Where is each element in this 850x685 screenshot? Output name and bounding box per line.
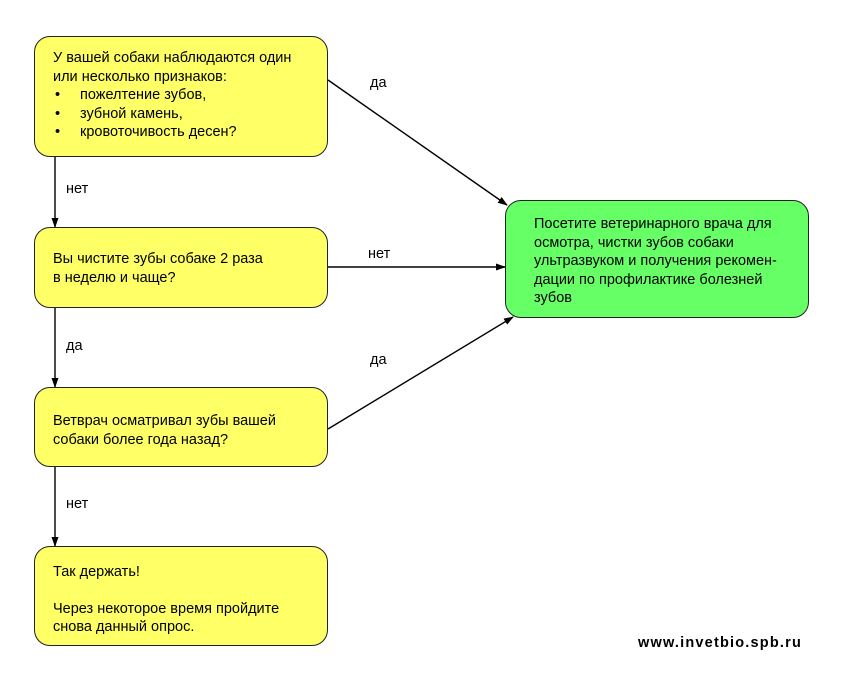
- visit-vet-text: Посетите ветеринарного врача для осмотра…: [534, 216, 777, 306]
- arrow-visit-question-to-vet: [327, 316, 514, 430]
- site-watermark: www.invetbio.spb.ru: [638, 635, 803, 651]
- sign-item: зубной камень,: [53, 105, 317, 124]
- brushing-question-box: Вы чистите зубы собаке 2 раза в неделю и…: [34, 227, 328, 308]
- edge-label-signs-to-vet: да: [370, 75, 387, 91]
- signs-list: пожелтение зубов, зубной камень, кровото…: [53, 86, 317, 142]
- edge-label-visit-question-to-keep: нет: [66, 496, 89, 512]
- brushing-question-line1: Вы чистите зубы собаке 2 раза: [53, 251, 263, 267]
- brushing-question-line2: в неделю и чаще?: [53, 269, 176, 286]
- edge-label-signs-to-brushing: нет: [66, 181, 89, 197]
- vet-visit-question-line1: Ветврач осматривал зубы вашей: [53, 413, 276, 429]
- signs-question-box: У вашей собаки наблюдаются один или неск…: [34, 36, 328, 157]
- edge-label-brushing-to-vet: нет: [368, 246, 391, 262]
- edge-label-visit-question-to-vet: да: [370, 352, 387, 368]
- edge-label-brushing-to-visit-question: да: [66, 338, 83, 354]
- signs-question-intro: У вашей собаки наблюдаются один или неск…: [53, 50, 292, 85]
- keep-it-up-title: Так держать!: [53, 564, 140, 580]
- keep-it-up-gap: [53, 582, 317, 600]
- keep-it-up-box: Так держать! Через некоторое время пройд…: [34, 546, 328, 646]
- arrow-signs-to-vet: [327, 79, 508, 206]
- keep-it-up-text: Через некоторое время пройдите снова дан…: [53, 600, 280, 636]
- sign-item: кровоточивость десен?: [53, 123, 317, 142]
- visit-vet-box: Посетите ветеринарного врача для осмотра…: [505, 200, 809, 318]
- vet-visit-question-line2: собаки более года назад?: [53, 431, 229, 448]
- sign-item: пожелтение зубов,: [53, 86, 317, 105]
- vet-visit-question-box: Ветврач осматривал зубы вашей собаки бол…: [34, 387, 328, 467]
